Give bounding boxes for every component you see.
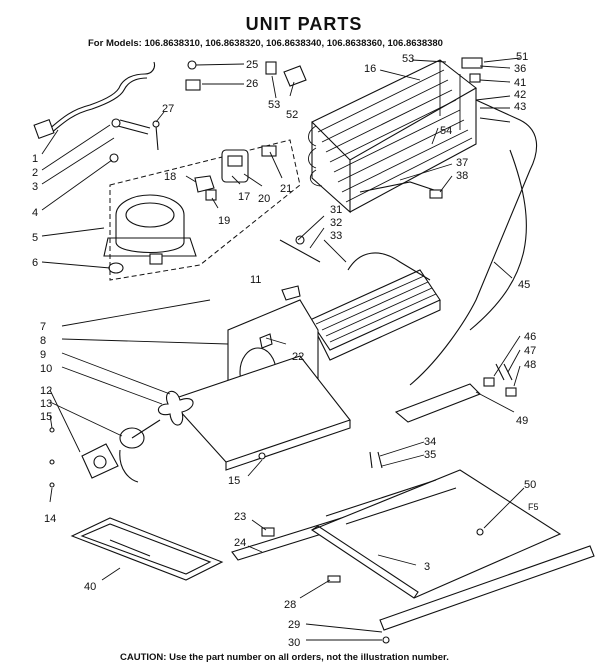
callout-6: 6	[32, 257, 38, 269]
callout-labels: 1 2 3 4 5 6 7 8 9 10 11 12 13 14 15 15 1…	[32, 51, 539, 649]
callout-38: 38	[456, 170, 468, 182]
callout-25: 25	[246, 59, 258, 71]
callout-7: 7	[40, 321, 46, 333]
callout-31: 31	[330, 204, 342, 216]
callout-49: 49	[516, 415, 528, 427]
compressor-area-outline	[109, 139, 301, 281]
callout-45: 45	[518, 279, 530, 291]
grommet	[108, 262, 124, 274]
annotation-f5: F5	[528, 502, 539, 512]
callout-13: 13	[40, 398, 52, 410]
callout-28: 28	[284, 599, 296, 611]
callout-41: 41	[514, 77, 526, 89]
callout-36: 36	[514, 63, 526, 75]
caution-note: CAUTION: Use the part number on all orde…	[120, 652, 449, 663]
condenser	[308, 57, 538, 386]
callout-10: 10	[40, 363, 52, 375]
callout-33: 33	[330, 230, 342, 242]
callout-3b: 3	[424, 561, 430, 573]
callout-53: 53	[268, 99, 280, 111]
callout-3: 3	[32, 181, 38, 193]
callout-24: 24	[234, 537, 246, 549]
bracket	[281, 285, 301, 301]
callout-17: 17	[238, 191, 250, 203]
diagram-title: UNIT PARTS	[245, 14, 363, 34]
callout-23: 23	[234, 511, 246, 523]
callout-27: 27	[162, 103, 174, 115]
frame-rails	[231, 469, 595, 644]
compressor	[103, 194, 197, 265]
callout-53b: 53	[402, 53, 414, 65]
callout-46: 46	[524, 331, 536, 343]
capillary-tube	[469, 149, 527, 331]
drier	[359, 181, 443, 199]
callout-48: 48	[524, 359, 536, 371]
callout-50: 50	[524, 479, 536, 491]
callout-2: 2	[32, 167, 38, 179]
relay-overload-parts	[109, 60, 307, 201]
callout-34: 34	[424, 436, 436, 448]
callout-42: 42	[514, 89, 526, 101]
callout-54: 54	[440, 125, 452, 137]
callout-1: 1	[32, 153, 38, 165]
callout-21: 21	[280, 183, 292, 195]
callout-47: 47	[524, 345, 536, 357]
callout-22: 22	[292, 351, 304, 363]
callout-15b: 15	[228, 475, 240, 487]
callout-40: 40	[84, 581, 96, 593]
callout-19: 19	[218, 215, 230, 227]
fan-motor-assembly	[49, 390, 194, 488]
power-cord	[33, 61, 156, 140]
callout-29: 29	[288, 619, 300, 631]
callout-35: 35	[424, 449, 436, 461]
callout-12: 12	[40, 385, 52, 397]
callout-4: 4	[32, 207, 38, 219]
callout-43: 43	[514, 101, 526, 113]
callout-15: 15	[40, 411, 52, 423]
base-pan	[169, 355, 351, 471]
callout-18: 18	[164, 171, 176, 183]
callout-9: 9	[40, 349, 46, 361]
callout-32: 32	[330, 217, 342, 229]
callout-52: 52	[286, 109, 298, 121]
callout-5: 5	[32, 232, 38, 244]
callout-30: 30	[288, 637, 300, 649]
callout-8: 8	[40, 335, 46, 347]
callout-20: 20	[258, 193, 270, 205]
callout-16: 16	[364, 63, 376, 75]
leader-lines	[41, 57, 525, 641]
model-list: For Models: 106.8638310, 106.8638320, 10…	[88, 38, 443, 49]
drain-pan	[70, 517, 224, 581]
callout-11: 11	[250, 274, 261, 286]
callout-14: 14	[44, 513, 56, 525]
callout-37: 37	[456, 157, 468, 169]
callout-26: 26	[246, 78, 258, 90]
callout-51: 51	[516, 51, 528, 63]
evaporator	[279, 235, 441, 361]
